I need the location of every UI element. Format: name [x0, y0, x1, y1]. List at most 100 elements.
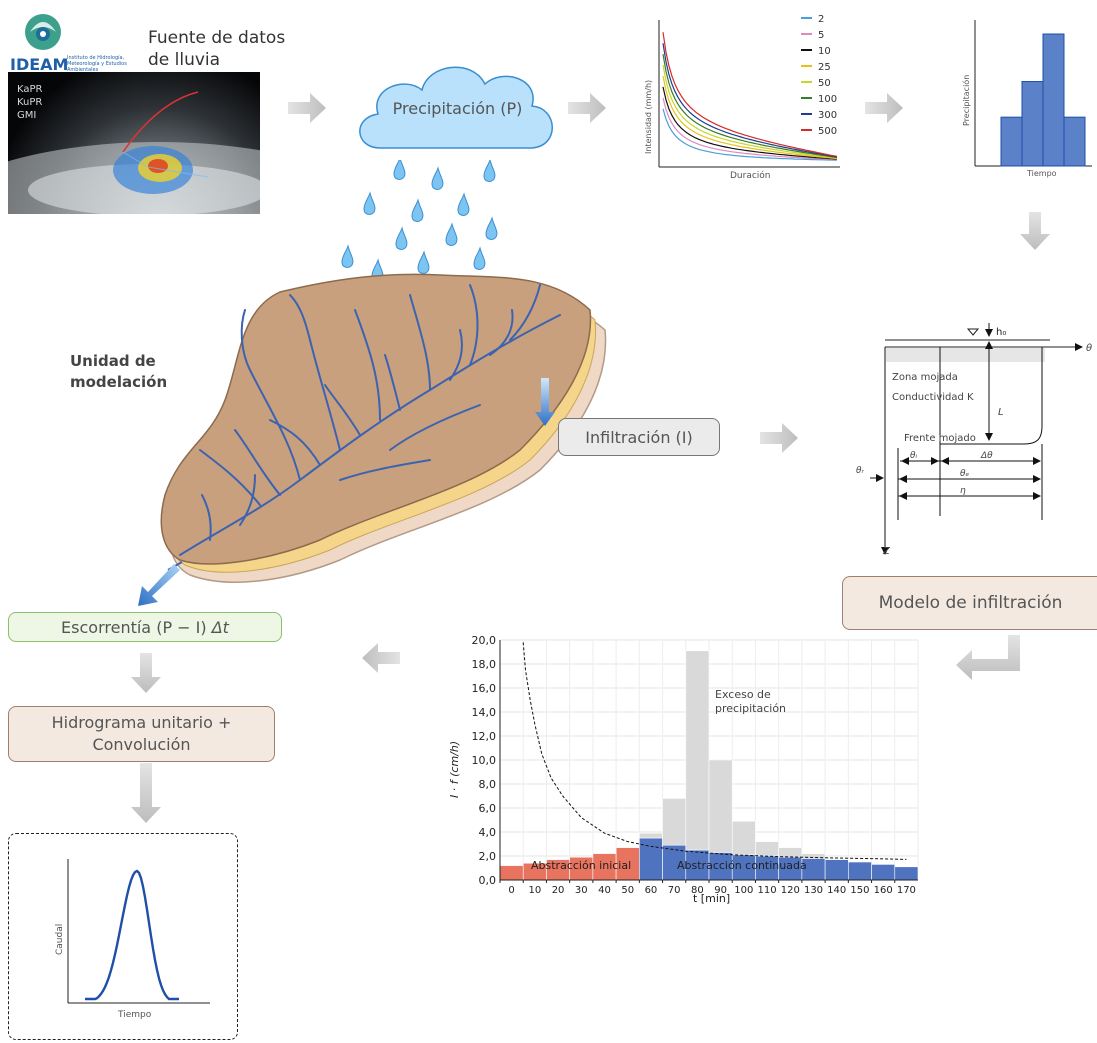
raindrop-icon: [411, 198, 424, 222]
ga-delta-theta: Δθ: [980, 451, 993, 461]
ga-theta-r: θᵣ: [856, 466, 865, 476]
hydrograph-frame: [8, 833, 238, 1040]
bar-segment: [755, 841, 779, 857]
x-tick-label: 90: [714, 885, 727, 896]
ga-zona: Zona mojada: [892, 372, 958, 383]
arrow-infil-to-model: [760, 423, 798, 453]
infiltration-box-label: Infiltración (I): [585, 427, 693, 447]
ga-h0: h₀: [996, 327, 1006, 338]
runoff-label-dt: Δt: [211, 617, 229, 637]
runoff-label: Escorrentía (P − I): [61, 617, 212, 637]
hydro-x-label: Tiempo: [117, 1010, 152, 1020]
idf-curve: [662, 64, 838, 159]
x-tick-label: 130: [804, 885, 823, 896]
idf-curve: [662, 75, 838, 160]
infiltration-model-label: Modelo de infiltración: [878, 593, 1063, 613]
hyeto-y-label: Precipitación: [961, 75, 971, 126]
ga-theta: θ: [1086, 343, 1092, 354]
x-tick-label: 30: [575, 885, 588, 896]
bar-segment: [871, 864, 896, 881]
hyetograph-chart: Precipitación Tiempo: [961, 20, 1092, 178]
raindrop-icon: [445, 222, 458, 246]
arrow-cloud-to-idf: [568, 93, 606, 123]
idf-curve: [662, 108, 838, 161]
hydrograph-curve: [85, 869, 179, 1001]
y-tick-label: 12,0: [472, 730, 497, 743]
idf-legend-label: 500: [818, 126, 837, 137]
watershed-illustration: [160, 273, 607, 583]
x-tick-label: 20: [552, 885, 565, 896]
y-tick-label: 0,0: [479, 874, 497, 887]
satellite-label-kapr: KaPR: [17, 84, 43, 95]
ideam-logo: [8, 8, 148, 74]
idf-legend-label: 5: [818, 30, 824, 41]
hyeto-bar: [1042, 33, 1065, 167]
y-tick-label: 2,0: [479, 850, 497, 863]
x-tick-label: 10: [528, 885, 541, 896]
x-tick-label: 120: [781, 885, 800, 896]
unit-hydrograph-box: Hidrograma unitario + Convolución: [8, 706, 275, 762]
runoff-box: Escorrentía (P − I) Δt: [8, 612, 282, 642]
idf-curve: [662, 97, 838, 161]
ideam-logo-text: IDEAM: [10, 55, 69, 74]
idf-x-label: Duración: [730, 170, 771, 181]
y-tick-label: 16,0: [472, 682, 497, 695]
idf-legend-label: 10: [818, 46, 831, 57]
hyeto-bar: [1063, 116, 1086, 167]
infiltration-capacity-curve: [522, 642, 907, 860]
bar-segment: [824, 859, 849, 881]
x-tick-label: 0: [508, 885, 514, 896]
idf-legend-label: 2: [818, 14, 824, 25]
main-ylabel: I · f (cm/h): [448, 741, 461, 798]
x-tick-label: 70: [668, 885, 681, 896]
main-xlabel: t [min]: [693, 892, 730, 905]
cloud-icon: [359, 66, 553, 149]
idf-legend-label: 300: [818, 110, 837, 121]
arrow-idf-to-hyeto: [865, 93, 903, 123]
raindrop-icon: [341, 244, 354, 268]
infiltration-bar-chart: 0,02,04,06,08,010,012,014,016,018,020,0 …: [448, 634, 919, 905]
hydro-y-label: Caudal: [55, 924, 65, 955]
y-tick-label: 8,0: [479, 778, 497, 791]
satellite-image: [8, 72, 260, 214]
idf-curve: [662, 32, 838, 157]
ga-theta-i: θᵢ: [910, 451, 918, 461]
hyeto-bar: [1000, 116, 1023, 167]
ga-z: Z: [882, 546, 891, 557]
green-ampt-diagram: h₀ θ Zona mojada Conductividad K L Frent…: [856, 323, 1092, 557]
idf-legend-label: 50: [818, 78, 831, 89]
bar-segment: [708, 759, 733, 853]
infiltration-model-box: Modelo de infiltración: [842, 576, 1097, 630]
raindrop-icon: [363, 191, 376, 215]
bar-segment: [662, 798, 687, 846]
bar-segment: [639, 832, 663, 839]
raindrop-icon: [483, 160, 496, 182]
y-tick-label: 4,0: [479, 826, 497, 839]
bar-segment: [801, 853, 826, 859]
arrow-satellite-to-cloud: [288, 93, 326, 123]
watershed-label-line1: Unidad de: [70, 352, 156, 370]
raindrop-icon: [485, 216, 498, 240]
y-tick-label: 18,0: [472, 658, 497, 671]
x-tick-label: 150: [850, 885, 869, 896]
x-tick-label: 160: [874, 885, 893, 896]
watershed-label-line2: modelación: [70, 373, 168, 391]
infiltration-box: Infiltración (I): [558, 418, 720, 456]
cloud-label: Precipitación (P): [392, 99, 523, 118]
bar-segment: [499, 865, 524, 881]
unit-hydro-line2: Convolución: [92, 735, 191, 754]
satellite-label-gmi: GMI: [17, 110, 37, 121]
hydrograph-chart: Caudal Tiempo: [55, 859, 210, 1020]
raindrop-icon: [473, 246, 486, 270]
x-tick-label: 140: [827, 885, 846, 896]
ga-theta-e: θₑ: [960, 469, 970, 479]
raindrop-icon: [431, 166, 444, 190]
main-annotation-1: Exceso de: [715, 688, 771, 701]
x-tick-label: 100: [734, 885, 753, 896]
arrow-model-to-chart: [956, 635, 1020, 680]
satellite-label-kupr: KuPR: [17, 97, 43, 108]
y-tick-label: 14,0: [472, 706, 497, 719]
bar-segment: [731, 820, 756, 856]
